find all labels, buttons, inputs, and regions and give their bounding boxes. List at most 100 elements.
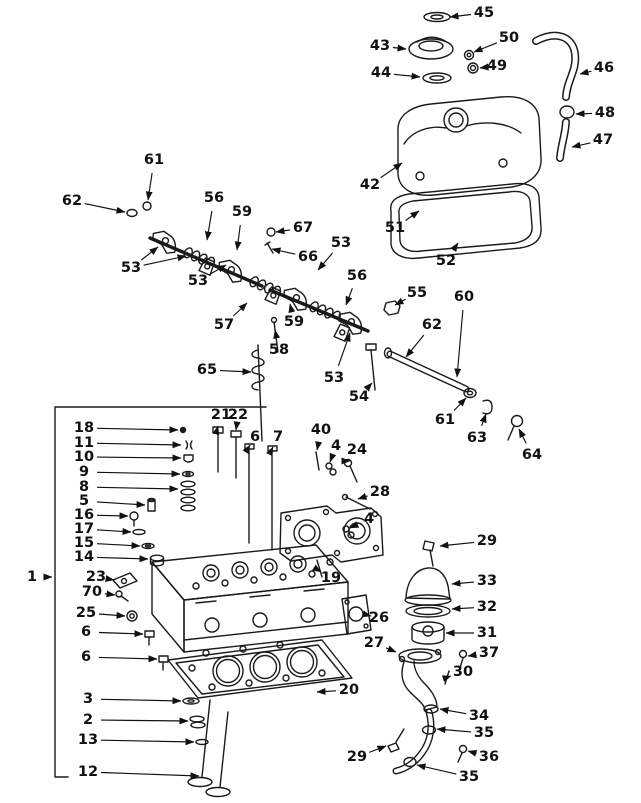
water-outlet-group	[387, 648, 468, 775]
leader-line-29	[368, 745, 387, 753]
thermostat-31	[411, 621, 445, 633]
leader-line-53	[143, 254, 187, 266]
housing-33	[405, 567, 451, 600]
callout-label-36: 36	[479, 749, 499, 765]
valves	[182, 697, 231, 798]
callout-label-31: 31	[477, 625, 497, 641]
callout-label-40: 40	[311, 422, 331, 438]
callout-label-60: 60	[454, 289, 474, 305]
leader-line-53	[337, 332, 351, 366]
leader-line-18	[96, 426, 179, 434]
callout-label-56: 56	[347, 268, 367, 284]
leader-line-34	[439, 707, 467, 715]
callout-label-35: 35	[459, 769, 479, 785]
oil-filler-cap-group	[408, 11, 479, 84]
callout-label-58: 58	[269, 342, 289, 358]
callout-label-16: 16	[74, 507, 94, 523]
retainer-13	[195, 738, 209, 746]
callout-label-7: 7	[273, 429, 283, 445]
washer-61b	[463, 387, 477, 399]
bolt-64-head	[510, 414, 524, 428]
leader-line-13	[100, 738, 195, 746]
leader-line-56	[204, 210, 213, 241]
manifold-fasteners	[315, 451, 371, 578]
leader-line-43	[392, 44, 407, 52]
callout-label-4: 4	[331, 438, 341, 454]
leader-line-7	[266, 446, 274, 457]
assembly-bracket	[54, 406, 267, 778]
callout-label-14: 14	[74, 549, 94, 565]
retainer-9	[181, 470, 195, 478]
leader-line-15	[96, 542, 141, 550]
callout-label-47: 47	[593, 132, 613, 148]
bolt-37	[458, 649, 468, 659]
leader-line-6	[98, 630, 144, 638]
callout-label-44: 44	[371, 65, 391, 81]
leader-line-4	[329, 452, 337, 463]
callout-label-34: 34	[469, 708, 489, 724]
valve-head-1	[187, 776, 213, 788]
leader-line-2	[100, 717, 189, 725]
callout-label-62: 62	[62, 193, 82, 209]
gasket-32	[405, 604, 451, 618]
callout-label-11: 11	[74, 435, 94, 451]
callout-label-53: 53	[188, 273, 208, 289]
callout-label-17: 17	[74, 521, 94, 537]
bolt-29-head	[422, 540, 435, 552]
callout-label-25: 25	[76, 605, 96, 621]
leader-line-49	[479, 63, 489, 71]
leader-line-20	[316, 687, 337, 695]
callout-label-53: 53	[324, 370, 344, 386]
callout-label-29: 29	[477, 533, 497, 549]
cap-handle	[416, 36, 446, 43]
leader-line-17	[96, 527, 132, 535]
callout-label-35: 35	[474, 725, 494, 741]
cylinder-head	[151, 544, 349, 653]
clip-63	[482, 399, 493, 415]
callout-label-46: 46	[594, 60, 614, 76]
leader-line-27	[385, 645, 397, 653]
leader-line-8	[96, 485, 179, 493]
leader-line-5	[96, 500, 146, 508]
leader-line-3	[100, 697, 182, 705]
gasket-44	[422, 72, 452, 84]
leader-line-4	[349, 521, 360, 529]
leader-line-26	[361, 610, 372, 618]
leader-line-70	[104, 590, 116, 598]
callout-label-50: 50	[499, 30, 519, 46]
callout-label-30: 30	[453, 664, 473, 680]
leader-line-35	[416, 763, 457, 775]
callout-label-32: 32	[477, 599, 497, 615]
leader-line-16	[96, 512, 129, 520]
callout-label-42: 42	[360, 177, 380, 193]
leader-line-61	[145, 172, 153, 201]
callout-label-18: 18	[74, 420, 94, 436]
callout-label-20: 20	[339, 682, 359, 698]
leader-line-61	[453, 397, 467, 411]
leader-line-62	[405, 334, 425, 358]
leader-line-53	[317, 252, 334, 271]
leader-line-50	[473, 42, 498, 53]
leader-line-59	[234, 224, 242, 251]
head-side-parts	[112, 572, 169, 671]
valve-cover	[397, 96, 542, 196]
leader-line-64	[518, 428, 527, 444]
cap-10	[183, 454, 194, 463]
leader-line-29	[439, 541, 475, 549]
leader-line-9	[96, 470, 181, 478]
callout-label-33: 33	[477, 573, 497, 589]
callout-label-13: 13	[78, 732, 98, 748]
seat-3	[182, 697, 200, 705]
leader-line-67	[275, 227, 291, 235]
callout-label-21: 21	[211, 407, 231, 423]
callout-label-49: 49	[487, 58, 507, 74]
leader-line-10	[96, 454, 182, 462]
callout-label-55: 55	[407, 285, 427, 301]
leader-line-53	[140, 246, 159, 261]
callout-label-51: 51	[385, 220, 405, 236]
thermostat-group	[404, 540, 468, 685]
leader-line-28	[357, 493, 368, 500]
leader-line-59	[288, 303, 296, 314]
adjusting-screw-66	[264, 241, 274, 254]
callout-label-23: 23	[86, 569, 106, 585]
